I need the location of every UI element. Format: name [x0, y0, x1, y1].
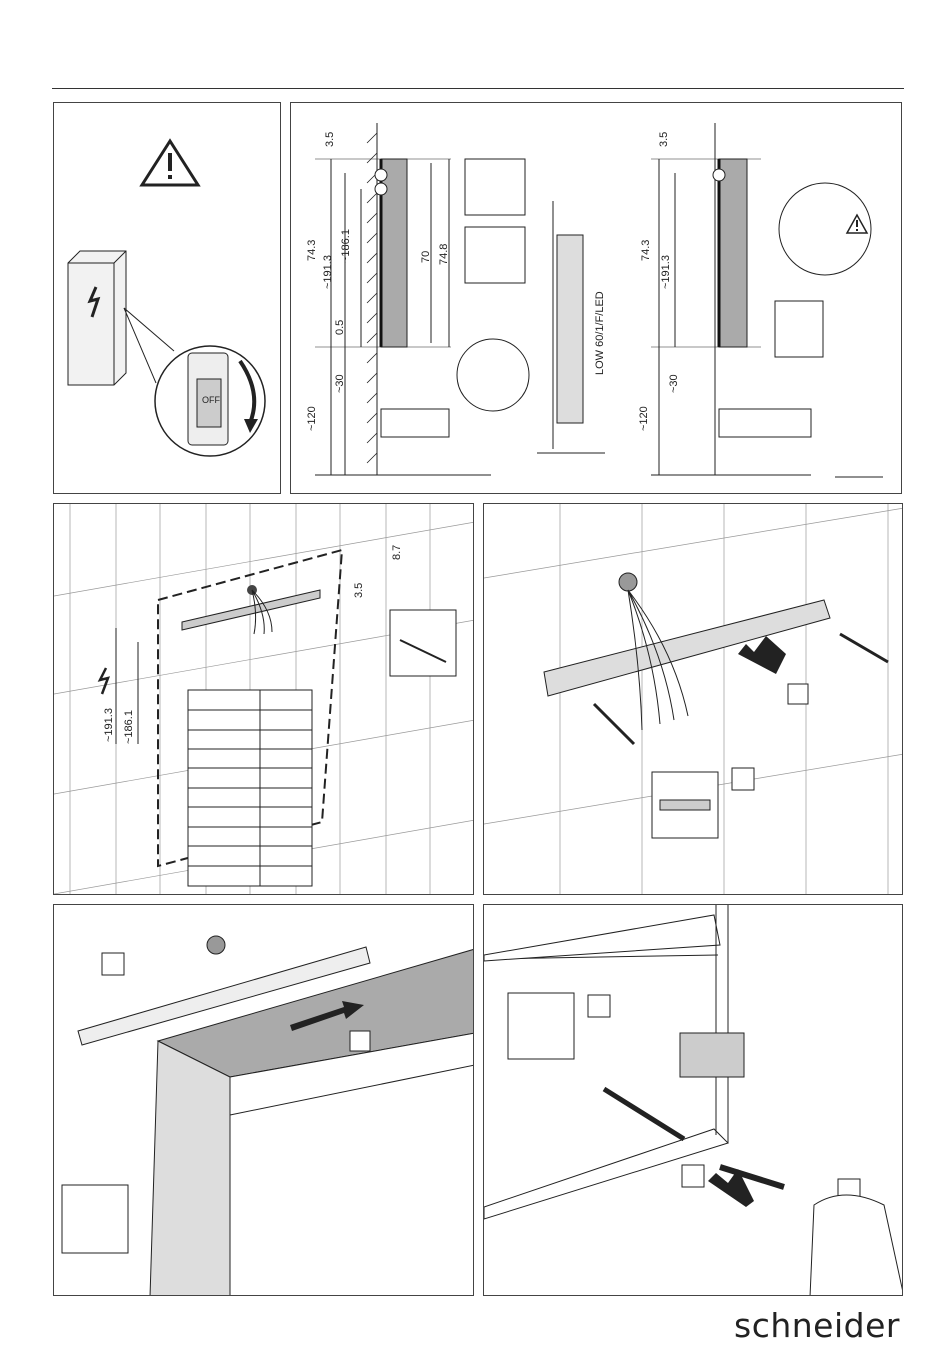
bracket-detail: [62, 1185, 128, 1253]
cabinet-right: [719, 159, 747, 347]
sink-right: [719, 409, 811, 437]
panel-warning: OFF: [53, 102, 281, 494]
detail-rail: [465, 227, 525, 283]
dowel: [604, 1089, 684, 1139]
cabinet-side-cut: [150, 1041, 230, 1296]
panel-marking: 8.7 3.5 ~191.3 ~186.1: [53, 503, 474, 895]
hand-icon: [810, 1195, 903, 1296]
panel-rail: [483, 503, 903, 895]
warning-triangle-icon: [142, 141, 198, 185]
step-box-f: [682, 1165, 704, 1187]
dim-right-top-gap: 3.5: [658, 132, 670, 147]
dim-outlet-1: ~191.3: [322, 255, 334, 289]
warning-illustration: OFF: [54, 103, 281, 494]
dim-right-floor-height: ~120: [638, 406, 650, 431]
dim-outlet-2: ~186.1: [340, 229, 352, 263]
hinge-bracket: [680, 1033, 744, 1077]
detail-cable-right: [775, 301, 823, 357]
rail-marker: [182, 590, 320, 630]
dim-right-height-total: 74.3: [640, 240, 652, 261]
screw-right: [840, 634, 888, 662]
switch-callout: OFF: [124, 308, 265, 456]
detail-cable: [465, 159, 525, 215]
drill-detail: [390, 610, 456, 676]
dimension-drawing: 3.5 74.3 ~191.3 ~186.1 0.5 70 74.8 ~30 ~…: [291, 103, 902, 494]
panel-hang: [53, 904, 474, 1296]
panel-secure: [483, 904, 903, 1296]
secure-drawing: [484, 905, 903, 1296]
cabinet-side-view: [557, 235, 583, 423]
dim-marking-outlet-1: ~191.3: [103, 708, 115, 742]
rail-drawing: [484, 504, 903, 895]
dim-right-outlet: ~191.3: [660, 255, 672, 289]
dim-bottom-gap: 0.5: [334, 320, 346, 335]
step-box-e: [588, 995, 610, 1017]
dim-marking-outlet-2: ~186.1: [123, 710, 135, 744]
wall-hatch: [367, 133, 377, 463]
model-label: LOW 60/1/F/LED: [594, 291, 606, 375]
step-box-a: [788, 684, 808, 704]
cable-gland: [619, 573, 637, 591]
marking-drawing: 8.7 3.5 ~191.3 ~186.1: [54, 504, 474, 895]
panel-dimensions: 3.5 74.3 ~191.3 ~186.1 0.5 70 74.8 ~30 ~…: [290, 102, 902, 494]
dim-floor-height: ~120: [306, 406, 318, 431]
dim-gap-small: 8.7: [391, 545, 403, 560]
step-box-c: [102, 953, 124, 975]
drill-detail-2: [508, 993, 574, 1059]
screw-left: [594, 704, 634, 744]
wall-panel: [68, 251, 126, 385]
switch-label: OFF: [202, 395, 220, 405]
lightning-icon-marking: [100, 668, 108, 694]
dim-sink-gap: ~30: [334, 374, 346, 393]
detail-bottom: [457, 339, 529, 411]
dim-top-gap: 3.5: [324, 132, 336, 147]
brand-logo: schneider: [734, 1306, 900, 1345]
hang-drawing: [54, 905, 474, 1296]
sink-left: [381, 409, 449, 437]
step-box-b: [732, 768, 754, 790]
dim-right-sink-gap: ~30: [668, 374, 680, 393]
measurement-table: [188, 690, 312, 886]
dim-cabinet-height: 70: [420, 251, 432, 263]
spirit-level-icon: [660, 800, 710, 810]
top-rule: [52, 88, 904, 89]
dim-height-total: 74.3: [306, 240, 318, 261]
cable-gland-2: [207, 936, 225, 954]
dim-cabinet-outer: 74.8: [438, 244, 450, 265]
shelf: [484, 915, 720, 961]
mounting-rail: [544, 600, 830, 696]
step-box-d: [350, 1031, 370, 1051]
dim-gap-top: 3.5: [353, 583, 365, 598]
